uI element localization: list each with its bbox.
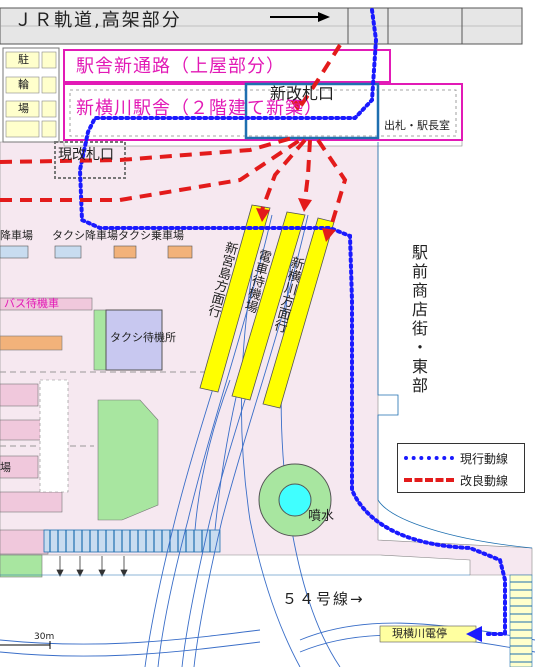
new-gate-label: 新改札口 <box>270 84 335 103</box>
legend-current-label: 現行動線 <box>460 452 509 466</box>
new-passage-label: 駅舎新通路（上屋部分） <box>76 56 285 77</box>
bike-parking-label-3: 場 <box>18 102 29 115</box>
flow-arrowhead-icon <box>256 208 270 222</box>
current-flow-line <box>77 8 507 636</box>
scale-label: 30m <box>34 632 55 642</box>
fountain-icon <box>278 483 312 517</box>
flow-arrowhead-icon <box>298 198 312 212</box>
legend-current-swatch <box>404 456 454 460</box>
new-station-frame <box>63 83 463 141</box>
flow-arrowhead-icon <box>290 100 302 112</box>
tram-stop-arrow-icon <box>466 626 482 642</box>
ticket-office-label: 出札・駅長室 <box>384 119 450 132</box>
taxi-waiting-label: タクシ待機所 <box>110 331 176 344</box>
legend-current: 現行動線 <box>398 447 524 467</box>
improved-flow-lines <box>0 43 348 231</box>
drop-off-label: 降車場 <box>0 229 33 242</box>
new-passage-frame <box>63 49 391 83</box>
new-gate-frame <box>244 82 380 140</box>
shopping-street-label: 駅前商店街・東部 <box>409 244 428 396</box>
flow-arrowhead-icon <box>322 228 336 242</box>
legend: 現行動線 改良動線 <box>397 443 525 493</box>
bike-parking-label-2: 輪 <box>18 78 29 91</box>
platform-2 <box>231 211 306 401</box>
green-space <box>97 399 159 521</box>
platform-1 <box>199 204 271 393</box>
legend-improved-label: 改良動線 <box>460 474 509 488</box>
new-station-label: 新横川駅舎（２階建て新築） <box>76 98 323 119</box>
current-gate-label: 現改札口 <box>58 147 114 163</box>
bike-parking-label-1: 駐 <box>18 53 29 66</box>
tram-stop-label: 現横川電停 <box>392 627 447 640</box>
fountain-label: 噴水 <box>308 509 335 524</box>
taxi-waiting-area <box>105 309 163 371</box>
direction-arrow-icon <box>318 12 330 22</box>
platform-3 <box>262 217 335 409</box>
bus-waiting-label: バス待機車 <box>4 297 59 310</box>
taxi-drop-off-label: タクシ降車場 <box>52 229 118 242</box>
taxi-boarding-label: タクシ乗車場 <box>118 229 184 242</box>
legend-improved: 改良動線 <box>398 469 524 489</box>
route54-label: ５４号線→ <box>282 590 365 608</box>
rail-label: ＪＲ軌道,高架部分 <box>14 10 182 31</box>
left-lot-label: 場 <box>0 461 11 474</box>
legend-improved-swatch <box>404 478 454 482</box>
